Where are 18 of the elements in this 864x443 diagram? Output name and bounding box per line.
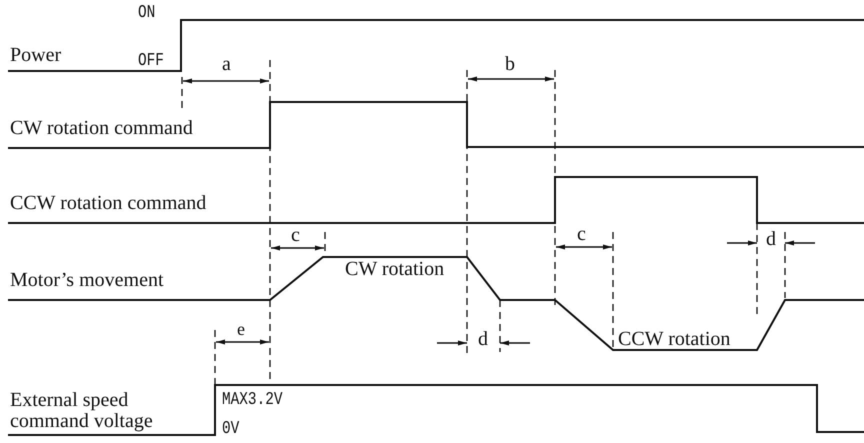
signal-label: d [766,229,776,250]
signal-label: External speed command voltage [10,390,154,432]
signal-label: CCW rotation [618,329,730,350]
signal-label: c [291,225,300,246]
signal-label: a [222,54,231,75]
level-label: ON [138,4,156,23]
signal-label: CW rotation command [10,118,193,139]
signal-label: CW rotation [345,259,444,280]
signal-label: c [577,224,586,245]
signal-label: Motor’s movement [10,270,164,291]
signal-label: CCW rotation command [10,193,206,214]
level-label: 0V [222,420,240,439]
signal-label: Power [10,45,62,66]
signal-label: e [237,320,245,339]
signal-label: d [478,329,488,350]
level-label: MAX3.2V [222,391,282,410]
level-label: OFF [138,52,164,71]
signal-label: b [505,54,515,75]
